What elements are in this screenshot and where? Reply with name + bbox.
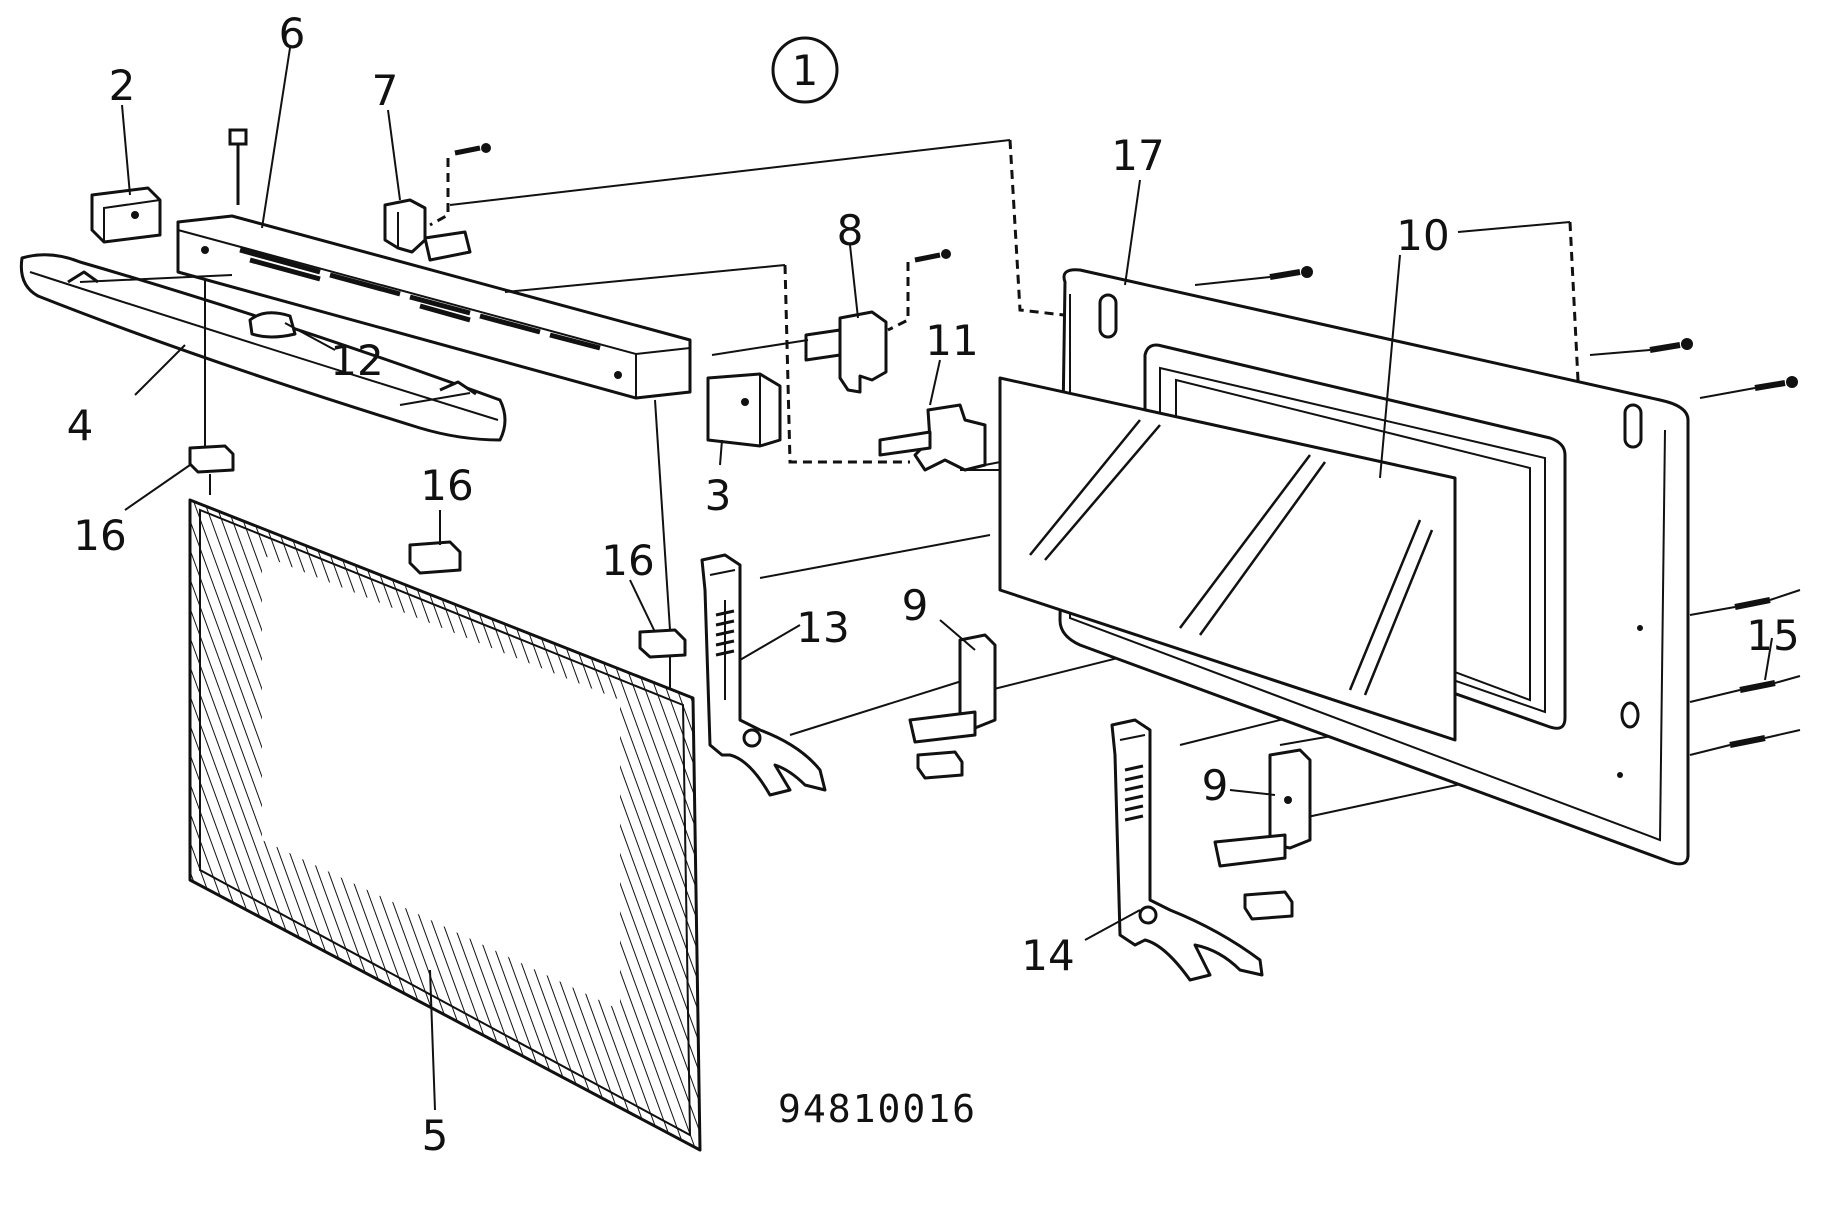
- part-13-hinge: [700, 553, 827, 797]
- screw-part-7: [454, 143, 491, 156]
- part-4-door-handle: [19, 253, 507, 442]
- label-part-10: 10: [1396, 211, 1449, 260]
- part-9-bracket-upper: [908, 633, 997, 780]
- label-part-11: 11: [925, 316, 978, 365]
- figure-number: 1: [792, 46, 819, 95]
- part-15-screws: [1689, 589, 1801, 756]
- label-part-16-b: 16: [420, 461, 473, 510]
- label-part-16-c: 16: [601, 536, 654, 585]
- part-7-bracket: [383, 198, 472, 262]
- label-part-17: 17: [1111, 131, 1164, 180]
- dashed-guide-rail-to-latch: [783, 264, 910, 464]
- part-16-spacer-a: [188, 444, 235, 495]
- part-6-vent-rail: [176, 214, 692, 400]
- label-part-13: 13: [796, 603, 849, 652]
- part-14-hinge: [1110, 718, 1264, 982]
- screw-top-rail: [228, 128, 248, 205]
- label-part-3: 3: [705, 471, 732, 520]
- label-part-9-lower: 9: [1202, 761, 1229, 810]
- figure-number-marker: 1: [771, 36, 839, 104]
- part-12-clip: [248, 311, 297, 339]
- part-2-end-cap: [90, 186, 162, 244]
- screw-part-8: [914, 249, 951, 263]
- label-part-2: 2: [109, 61, 136, 110]
- label-part-7: 7: [372, 66, 399, 115]
- part-3-side-cap: [706, 372, 782, 448]
- label-part-12: 12: [330, 336, 383, 385]
- label-part-9-upper: 9: [902, 581, 929, 630]
- part-9-bracket-lower: [1213, 748, 1312, 921]
- label-part-5: 5: [422, 1111, 449, 1160]
- dashed-guide-8: [887, 262, 910, 332]
- label-part-15: 15: [1746, 611, 1799, 660]
- drawing-code: 94810016: [778, 1087, 977, 1131]
- label-part-4: 4: [67, 401, 94, 450]
- part-16-spacer-c: [638, 628, 687, 690]
- label-part-16-a: 16: [73, 511, 126, 560]
- label-part-14: 14: [1021, 931, 1074, 980]
- label-leaders: [121, 47, 1571, 1111]
- part-5-outer-glass: [188, 498, 702, 1152]
- part-11-latch: [878, 403, 987, 472]
- part-16-spacer-b: [408, 540, 462, 575]
- label-part-8: 8: [837, 206, 864, 255]
- part-10-inner-glass: [998, 376, 1457, 742]
- part-8-bracket: [804, 310, 888, 394]
- screws-door-frame: [1194, 266, 1798, 399]
- label-part-6: 6: [279, 9, 306, 58]
- dashed-guide-7: [429, 158, 450, 227]
